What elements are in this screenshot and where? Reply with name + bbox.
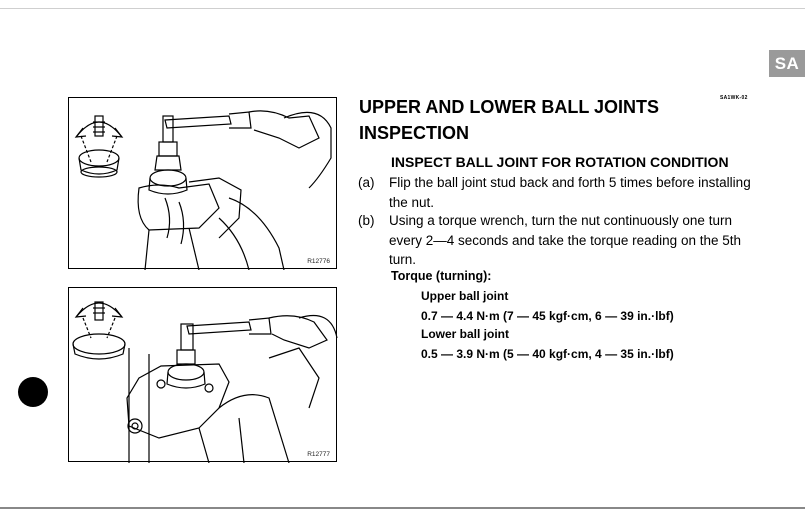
torque-label: Torque (turning):	[391, 269, 492, 283]
bottom-rule	[0, 507, 805, 509]
step-label: (a)	[358, 175, 375, 190]
step-text: Flip the ball joint stud back and forth …	[389, 175, 751, 210]
procedure-subtitle: INSPECT BALL JOINT FOR ROTATION CONDITIO…	[391, 154, 729, 170]
upper-ball-joint-label: Upper ball joint	[421, 289, 509, 303]
figure-lower-ball-joint: R12777	[68, 287, 338, 463]
lower-ball-joint-label: Lower ball joint	[421, 327, 510, 341]
margin-bullet	[18, 377, 48, 407]
ball-joint-rotation-illustration-icon	[74, 110, 332, 270]
step-text: Using a torque wrench, turn the nut cont…	[389, 213, 741, 267]
document-code: SA1WK-02	[720, 95, 748, 101]
top-rule	[0, 8, 805, 9]
section-title: UPPER AND LOWER BALL JOINTS INSPECTION	[359, 97, 660, 143]
figure-code: R12776	[307, 258, 330, 265]
ball-joint-torque-wrench-illustration-icon	[72, 301, 338, 463]
figure-code: R12777	[307, 451, 330, 458]
lower-ball-joint-torque: 0.5 — 3.9 N·m (5 — 40 kgf·cm, 4 — 35 in.…	[421, 347, 674, 361]
upper-ball-joint-torque: 0.7 — 4.4 N·m (7 — 45 kgf·cm, 6 — 39 in.…	[421, 309, 674, 323]
figure-upper-ball-joint: R12776	[68, 97, 337, 270]
step-label: (b)	[358, 213, 375, 228]
section-tab: SA	[769, 50, 805, 77]
